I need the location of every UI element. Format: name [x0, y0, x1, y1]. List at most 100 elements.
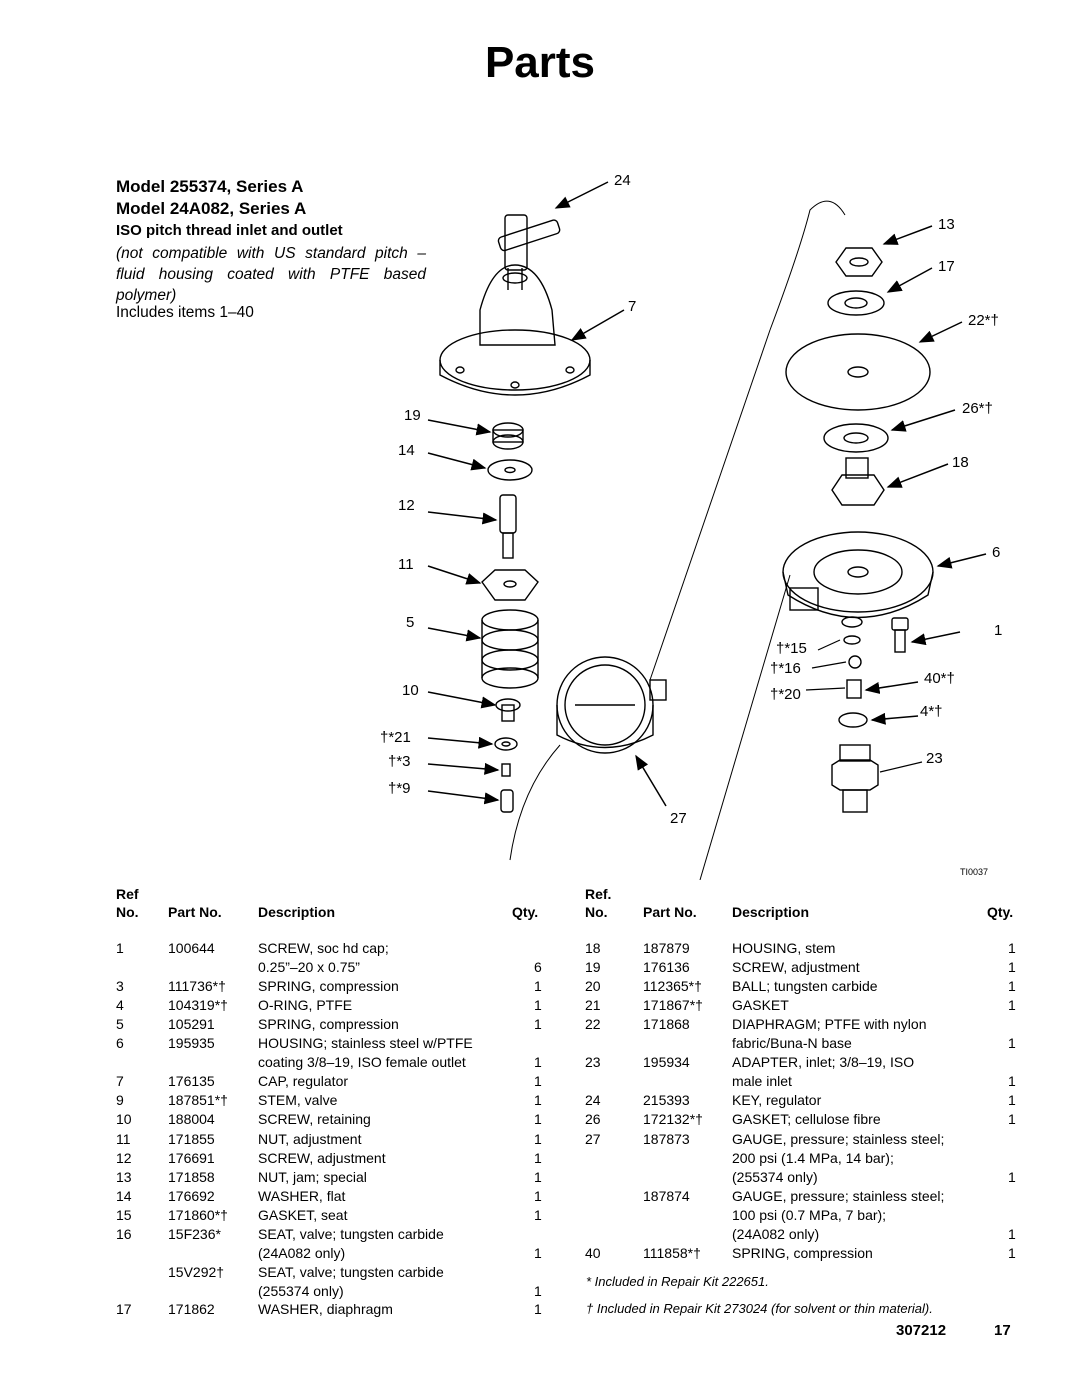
table-cell-part-no: 15V292†: [168, 1263, 225, 1280]
callout-11: 11: [398, 556, 414, 573]
table-cell-description: ADAPTER, inlet; 3/8–19, ISO: [732, 1054, 915, 1071]
table-cell-ref-no: 24: [585, 1092, 601, 1109]
table-cell-part-no: 171867*†: [643, 997, 703, 1014]
callout-7: 7: [628, 298, 637, 315]
table-cell-description: 200 psi (1.4 MPa, 14 bar);: [732, 1149, 894, 1166]
callout-27: 27: [670, 810, 687, 827]
callout-17: 17: [938, 258, 955, 275]
table-cell-part-no: 15F236*: [168, 1225, 221, 1242]
table-cell-part-no: 188004: [168, 1111, 215, 1128]
callout-23: 23: [926, 750, 943, 767]
table-cell-description: CAP, regulator: [258, 1073, 349, 1090]
table-cell-qty: 1: [534, 1054, 542, 1071]
table-cell-qty: 1: [534, 1092, 542, 1109]
table-cell-part-no: 171862: [168, 1301, 215, 1317]
callout-24: 24: [614, 172, 631, 189]
table-cell-description: GASKET, seat: [258, 1206, 348, 1223]
table-cell-description: GASKET; cellulose fibre: [732, 1111, 881, 1128]
table-cell-ref-no: 40: [585, 1244, 601, 1261]
table-cell-description: 0.25”–20 x 0.75”: [258, 959, 360, 976]
table-cell-part-no: 176136: [643, 959, 690, 976]
callout-19: 19: [404, 407, 421, 424]
table-cell-part-no: 112365*†: [643, 978, 702, 995]
table-cell-description: O-RING, PTFE: [258, 997, 353, 1014]
table-cell-part-no: 111736*†: [168, 978, 226, 995]
table-cell-part-no: 104319*†: [168, 997, 228, 1014]
table-cell-description: DIAPHRAGM; PTFE with nylon: [732, 1016, 927, 1033]
table-cell-ref-no: 10: [116, 1111, 132, 1128]
table-cell-description: SPRING, compression: [258, 978, 399, 995]
table-cell-ref-no: 6: [116, 1035, 124, 1052]
callout-20: †*20: [770, 686, 801, 703]
table-cell-part-no: 171868: [643, 1016, 690, 1033]
callout-1: 1: [994, 622, 1003, 639]
table-cell-ref-no: 23: [585, 1054, 601, 1071]
table-cell-part-no: 172132*†: [643, 1111, 703, 1128]
table-cell-description: WASHER, flat: [258, 1187, 346, 1204]
table-cell-part-no: 105291: [168, 1016, 215, 1033]
table-cell-description: WASHER, diaphragm: [258, 1301, 393, 1317]
table-cell-description: SCREW, adjustment: [258, 1149, 386, 1166]
table-cell-ref-no: 13: [116, 1168, 132, 1185]
table-cell-description: male inlet: [732, 1073, 792, 1090]
left-header-part-no: Part No.: [168, 904, 222, 920]
table-cell-qty: 1: [1008, 959, 1016, 976]
includes-note: Includes items 1–40: [116, 304, 254, 321]
table-cell-description: HOUSING, stem: [732, 940, 836, 956]
table-cell-qty: 1: [1008, 1244, 1016, 1261]
table-cell-part-no: 111858*†: [643, 1244, 701, 1261]
table-cell-qty: 1: [1008, 1073, 1016, 1090]
page-number: 17: [994, 1322, 1011, 1339]
table-cell-qty: 1: [534, 997, 542, 1014]
footnote-star: * Included in Repair Kit 222651.: [586, 1274, 769, 1289]
table-cell-qty: 1: [534, 1168, 542, 1185]
table-cell-part-no: 195935: [168, 1035, 215, 1052]
table-cell-qty: 1: [1008, 997, 1016, 1014]
left-header-description: Description: [258, 904, 336, 920]
table-cell-description: (255374 only): [732, 1168, 818, 1185]
table-cell-ref-no: 1: [116, 940, 124, 956]
thread-spec: ISO pitch thread inlet and outlet: [116, 222, 343, 239]
table-cell-description: NUT, jam; special: [258, 1168, 367, 1185]
table-cell-qty: 1: [534, 1016, 542, 1033]
exploded-parts-diagram: [427, 181, 987, 880]
right-header-no: No.: [585, 904, 608, 920]
table-cell-ref-no: 18: [585, 940, 601, 956]
callout-3: †*3: [388, 753, 411, 770]
callout-9: †*9: [388, 780, 411, 797]
table-cell-ref-no: 27: [585, 1130, 601, 1147]
table-cell-ref-no: 26: [585, 1111, 601, 1128]
callout-16: †*16: [770, 660, 801, 677]
table-cell-ref-no: 14: [116, 1187, 132, 1204]
model-line-2: Model 24A082, Series A: [116, 199, 307, 218]
table-cell-part-no: 171860*†: [168, 1206, 228, 1223]
table-cell-description: (24A082 only): [732, 1225, 820, 1242]
callout-5: 5: [406, 614, 415, 631]
table-cell-qty: 1: [534, 1073, 542, 1090]
table-cell-ref-no: 22: [585, 1016, 601, 1033]
callout-13: 13: [938, 216, 955, 233]
table-cell-description: SCREW, soc hd cap;: [258, 940, 389, 956]
table-cell-part-no: 176692: [168, 1187, 215, 1204]
left-header-ref: Ref: [116, 886, 139, 902]
table-cell-qty: 1: [534, 1187, 542, 1204]
callout-4: 4*†: [920, 703, 943, 720]
table-cell-part-no: 100644: [168, 940, 215, 956]
table-cell-qty: 6: [534, 959, 542, 976]
callout-14: 14: [398, 442, 415, 459]
table-cell-qty: 1: [534, 1244, 542, 1261]
table-cell-ref-no: 3: [116, 978, 124, 995]
right-header-qty: Qty.: [987, 904, 1014, 920]
callout-15: †*15: [776, 640, 807, 657]
table-cell-description: SPRING, compression: [732, 1244, 873, 1261]
table-cell-ref-no: 9: [116, 1092, 124, 1109]
table-cell-description: GAUGE, pressure; stainless steel;: [732, 1130, 945, 1147]
table-cell-description: HOUSING; stainless steel w/PTFE: [258, 1035, 473, 1052]
table-cell-description: SEAT, valve; tungsten carbide: [258, 1263, 444, 1280]
table-cell-qty: 1: [534, 1206, 542, 1223]
table-cell-description: SCREW, retaining: [258, 1111, 371, 1128]
table-cell-qty: 1: [1008, 1168, 1016, 1185]
table-cell-part-no: 176135: [168, 1073, 215, 1090]
table-cell-description: coating 3/8–19, ISO female outlet: [258, 1054, 466, 1071]
table-cell-part-no: 195934: [643, 1054, 690, 1071]
